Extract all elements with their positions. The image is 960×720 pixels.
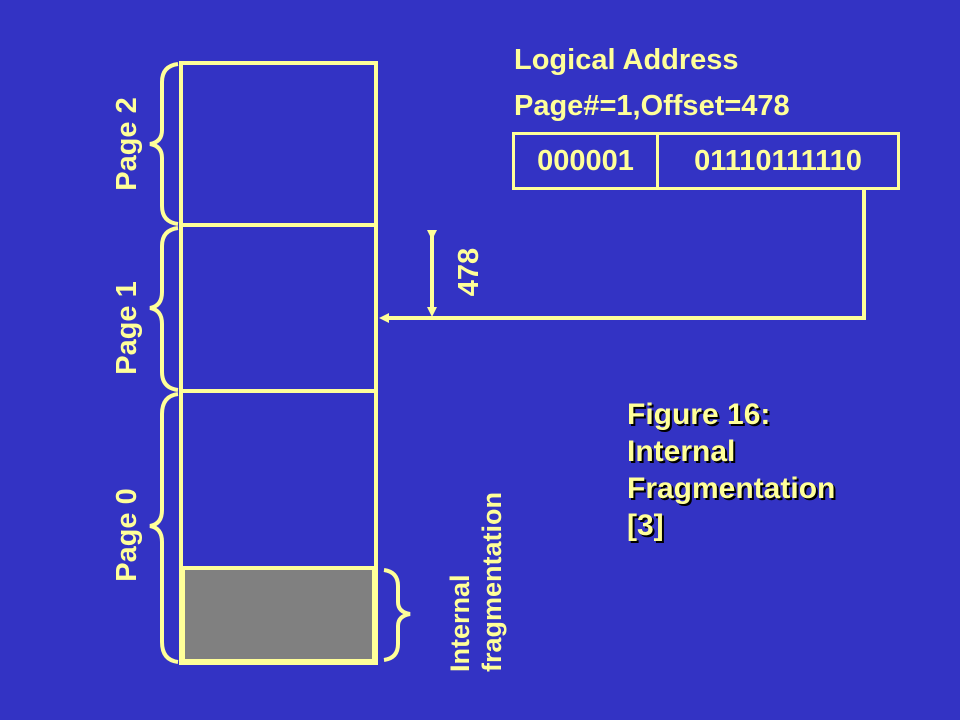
offset-label: 478	[453, 247, 485, 297]
address-bits-box: 000001 01110111110	[512, 132, 900, 190]
page-frame-1	[179, 223, 378, 393]
figure-caption: Figure 16: Internal Fragmentation [3]	[627, 396, 835, 544]
logical-address-title: Logical Address	[514, 44, 739, 76]
page1-brace	[149, 226, 179, 392]
page0-label: Page 0	[111, 488, 143, 582]
offset-bits: 01110111110	[694, 144, 862, 177]
fragment-label-line1: Internal	[445, 574, 475, 672]
page2-brace	[149, 62, 179, 226]
internal-fragmentation-block	[181, 566, 376, 663]
page-frame-2	[179, 61, 378, 227]
page2-label: Page 2	[111, 97, 143, 191]
page0-brace	[149, 392, 179, 664]
offset-pointer-line	[379, 190, 866, 323]
caption-line4: [3]	[627, 509, 664, 542]
fragmentation-brace	[383, 568, 411, 662]
fragment-label-line2: fragmentation	[477, 491, 507, 672]
caption-line1: Figure 16:	[627, 398, 771, 431]
caption-line3: Fragmentation	[627, 472, 836, 505]
internal-fragmentation-label: Internal fragmentation	[444, 452, 514, 672]
page1-label: Page 1	[111, 281, 143, 375]
page-number-bits: 000001	[515, 135, 659, 187]
logical-address-detail: Page#=1,Offset=478	[514, 90, 790, 122]
caption-line2: Internal	[627, 435, 736, 468]
